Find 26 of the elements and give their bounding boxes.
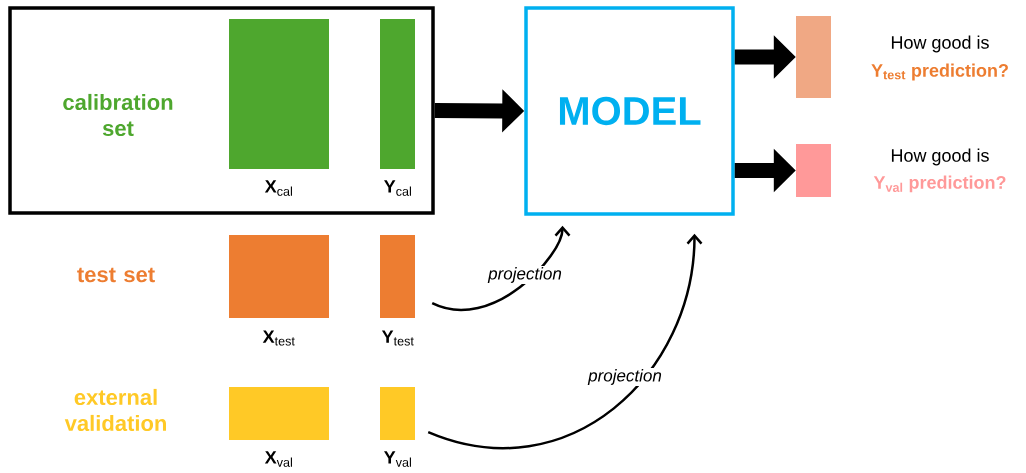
arrow xyxy=(427,233,703,450)
data-bar xyxy=(380,235,415,318)
data-bar xyxy=(229,387,329,440)
variable-label: X$_{val}$ xyxy=(264,451,292,467)
variable-label: Y$_{cal}$ xyxy=(384,180,411,196)
data-bar xyxy=(796,16,831,98)
data-bar xyxy=(380,19,415,169)
edge-label: projection xyxy=(587,369,662,385)
variable-label: Y$_{test}$ xyxy=(381,330,414,346)
edge-label: projection xyxy=(487,267,562,283)
set-label: external validation xyxy=(64,388,166,432)
arrow xyxy=(431,225,571,312)
data-bar xyxy=(229,235,329,318)
variable-label: X$_{test}$ xyxy=(262,330,295,346)
data-bar xyxy=(380,387,415,440)
model-box: MODEL xyxy=(524,6,735,216)
variable-label: X$_{cal}$ xyxy=(264,180,292,196)
question-text: How good is xyxy=(891,148,989,166)
data-bar xyxy=(229,19,329,169)
data-bar xyxy=(796,144,831,197)
question-text: How good is xyxy=(891,35,989,53)
question-text: Y$_{test}$ prediction? xyxy=(871,63,1008,81)
variable-label: Y$_{val}$ xyxy=(384,451,411,467)
set-label: test set xyxy=(77,267,155,283)
question-text: Y$_{val}$ prediction? xyxy=(873,175,1006,193)
set-label: calibration set xyxy=(63,93,173,137)
